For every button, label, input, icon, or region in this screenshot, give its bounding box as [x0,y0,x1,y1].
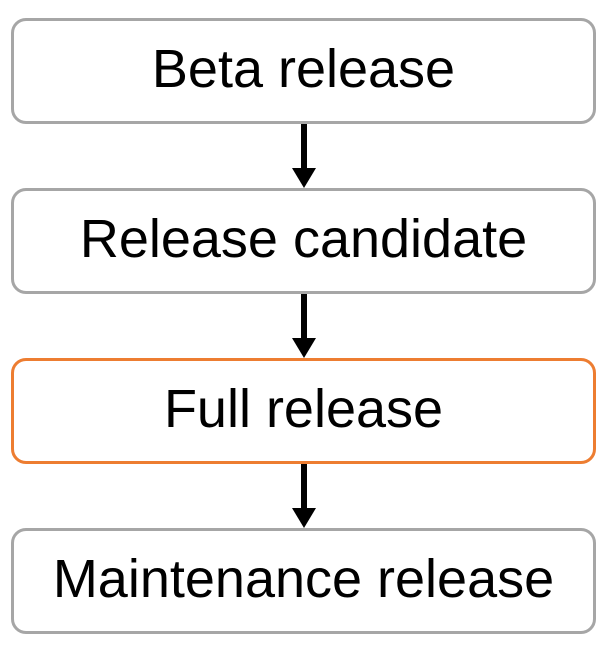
flow-arrow [291,294,316,358]
arrow-down-icon [291,338,316,358]
node-beta-release: Beta release [11,18,596,124]
node-release-candidate: Release candidate [11,188,596,294]
arrow-shaft [300,464,307,508]
arrow-shaft [300,124,307,168]
flow-arrow [291,464,316,528]
flow-arrow [291,124,316,188]
node-maintenance-release: Maintenance release [11,528,596,634]
node-label: Beta release [151,39,456,99]
node-label: Release candidate [79,209,528,269]
arrow-shaft [300,294,307,338]
arrow-down-icon [291,168,316,188]
node-full-release: Full release [11,358,596,464]
arrow-down-icon [291,508,316,528]
node-label: Maintenance release [52,549,555,609]
node-label: Full release [163,379,444,439]
